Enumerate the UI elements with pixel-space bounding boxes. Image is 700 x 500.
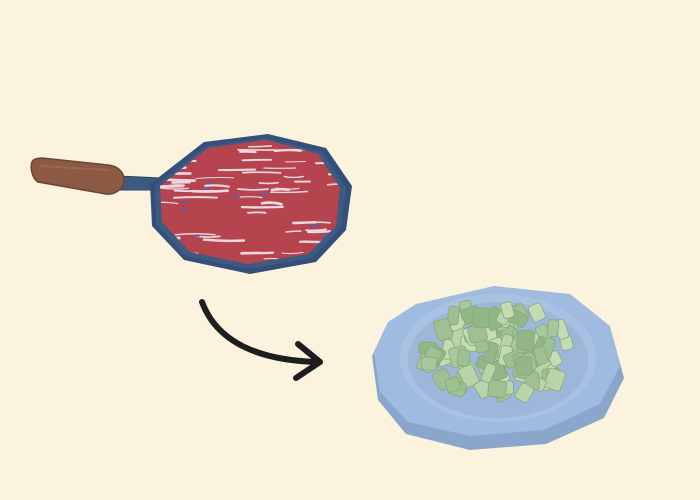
meat-marbling [273, 149, 302, 153]
green-piece [514, 382, 535, 404]
meat-speck [167, 251, 174, 255]
green-piece [543, 367, 566, 392]
green-piece [444, 376, 462, 393]
meat-marbling [305, 228, 327, 232]
meat-marbling [160, 184, 185, 189]
green-piece [515, 355, 533, 376]
meat-marbling [306, 230, 332, 234]
meat-speck [311, 224, 319, 227]
meat-speck [194, 234, 201, 237]
meat-marbling [195, 177, 235, 179]
meat-marbling [195, 235, 221, 238]
meat-marbling [242, 171, 282, 174]
meat-speck [232, 195, 240, 198]
meat-speck [261, 191, 268, 194]
meat-speck [181, 201, 188, 204]
pan-handle[interactable] [30, 157, 161, 195]
green-piece [533, 345, 549, 365]
meat-marbling [248, 145, 272, 148]
meat-marbling [329, 152, 340, 155]
plate-contents-greens [416, 299, 574, 404]
meat-marbling [173, 196, 218, 199]
meat-marbling [241, 158, 272, 162]
meat-marbling [326, 262, 340, 264]
meat-marbling [260, 201, 283, 206]
meat-marbling [165, 142, 198, 145]
meat-marbling [174, 233, 216, 236]
meat-marbling [166, 178, 196, 182]
meat-marbling [165, 259, 188, 262]
meat-marbling [237, 188, 270, 191]
meat-speck [205, 181, 214, 185]
green-piece [472, 307, 490, 329]
meat-marbling [204, 184, 230, 188]
plate[interactable] [372, 286, 624, 450]
meat-marbling [202, 238, 246, 243]
frying-pan[interactable] [30, 130, 368, 274]
meat-marbling [292, 220, 317, 225]
green-piece [456, 349, 471, 367]
green-piece [527, 302, 546, 323]
green-piece [433, 317, 454, 342]
meat-marbling [275, 187, 300, 190]
transition-arrow [199, 299, 323, 381]
meat-marbling [269, 190, 309, 194]
meat-marbling [281, 251, 304, 255]
meat-marbling [258, 181, 279, 185]
green-piece [487, 379, 508, 399]
green-piece [500, 301, 515, 319]
meat-marbling [239, 196, 263, 199]
meat-marbling [247, 211, 267, 214]
green-piece [516, 329, 535, 351]
meat-speck [203, 187, 210, 190]
meat-marbling [263, 257, 280, 260]
meat-marbling [165, 146, 188, 150]
green-piece [546, 319, 560, 338]
green-piece [480, 362, 497, 383]
meat-marbling [285, 230, 302, 233]
meat-marbling [283, 175, 305, 179]
meat-marbling [240, 205, 284, 209]
meat-speck [181, 208, 187, 211]
green-piece [446, 305, 460, 326]
meat-marbling [217, 168, 257, 172]
meat-marbling [240, 251, 275, 255]
meat-marbling [167, 184, 186, 187]
green-piece [420, 356, 438, 371]
meat-marbling [173, 189, 215, 193]
meat-marbling [160, 201, 179, 205]
meat-marbling [160, 187, 190, 190]
